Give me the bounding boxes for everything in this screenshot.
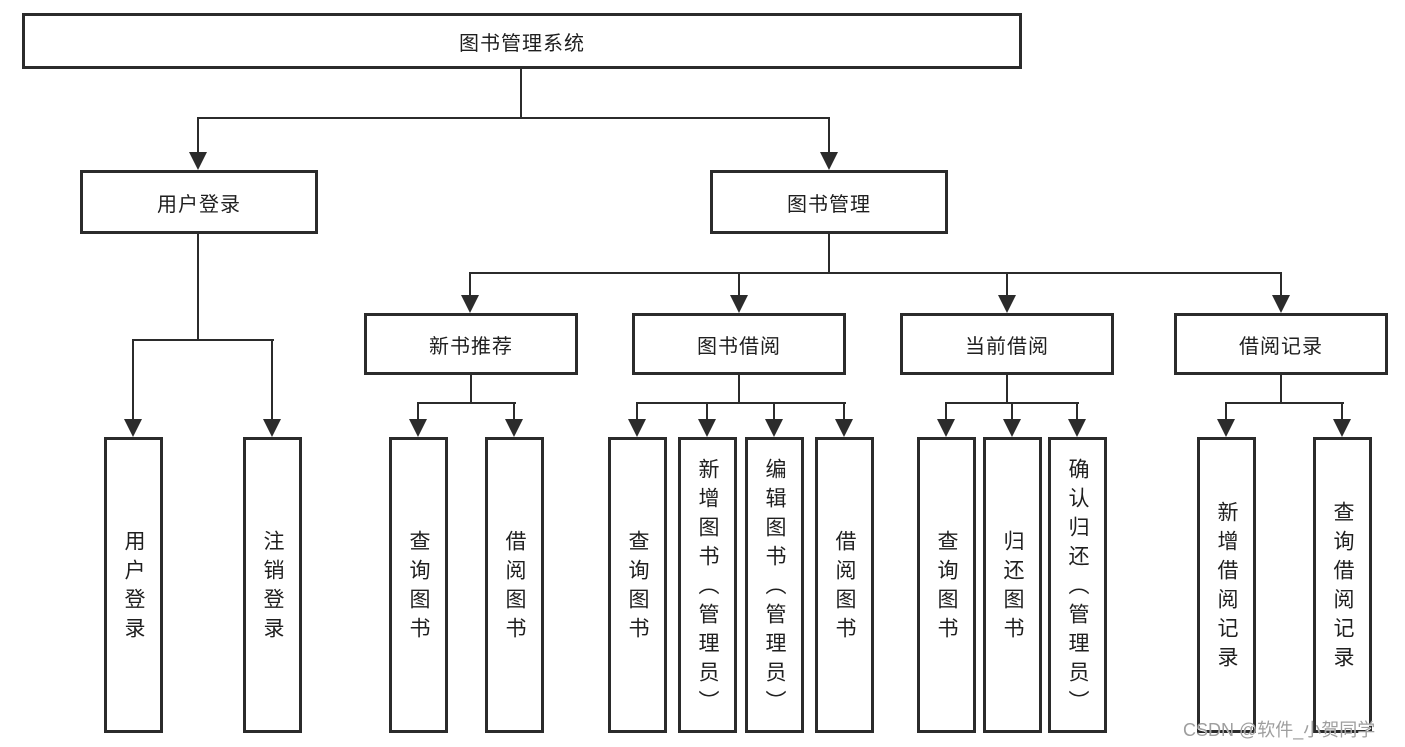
arrow-down-icon <box>835 419 853 437</box>
arrow-down-icon <box>263 419 281 437</box>
connector-line <box>132 339 274 341</box>
csdn-watermark: CSDN @软件_小贺同学 <box>1183 720 1376 740</box>
leaf-logout: 注销登录 <box>243 437 302 733</box>
arrow-down-icon <box>628 419 646 437</box>
connector-line <box>828 117 830 155</box>
arrow-down-icon <box>124 419 142 437</box>
node-borrowing-records: 借阅记录 <box>1174 313 1388 375</box>
connector-line <box>1225 402 1227 422</box>
leaf-borrow-edit-books-admin: 编辑图书（管理员） <box>745 437 804 733</box>
connector-line <box>197 233 199 341</box>
arrow-down-icon <box>937 419 955 437</box>
node-new-book-recommend: 新书推荐 <box>364 313 578 375</box>
connector-line <box>197 117 830 119</box>
connector-line <box>469 272 1282 274</box>
leaf-current-return-books: 归还图书 <box>983 437 1042 733</box>
arrow-down-icon <box>1333 419 1351 437</box>
connector-line <box>738 374 740 404</box>
arrow-down-icon <box>1068 419 1086 437</box>
arrow-down-icon <box>730 295 748 313</box>
connector-line <box>1280 374 1282 404</box>
arrow-down-icon <box>1217 419 1235 437</box>
connector-line <box>636 402 638 422</box>
arrow-down-icon <box>1272 295 1290 313</box>
leaf-recommend-query-books: 查询图书 <box>389 437 448 733</box>
connector-line <box>843 402 845 422</box>
connector-line <box>945 402 947 422</box>
connector-line <box>706 402 708 422</box>
leaf-borrow-query-books: 查询图书 <box>608 437 667 733</box>
node-library-system: 图书管理系统 <box>22 13 1022 69</box>
node-user-login: 用户登录 <box>80 170 318 234</box>
connector-line <box>520 68 522 118</box>
leaf-current-confirm-return-admin: 确认归还（管理员） <box>1048 437 1107 733</box>
connector-line <box>271 339 273 422</box>
arrow-down-icon <box>409 419 427 437</box>
arrow-down-icon <box>820 152 838 170</box>
connector-line <box>417 402 419 422</box>
connector-line <box>1006 272 1008 298</box>
leaf-recommend-borrow-books: 借阅图书 <box>485 437 544 733</box>
connector-line <box>1011 402 1013 422</box>
connector-line <box>469 272 471 298</box>
connector-line <box>828 233 830 274</box>
leaf-current-query-books: 查询图书 <box>917 437 976 733</box>
node-current-borrowing: 当前借阅 <box>900 313 1114 375</box>
connector-line <box>1006 374 1008 404</box>
connector-line <box>738 272 740 298</box>
node-book-management: 图书管理 <box>710 170 948 234</box>
leaf-records-query-record: 查询借阅记录 <box>1313 437 1372 733</box>
arrow-down-icon <box>765 419 783 437</box>
arrow-down-icon <box>998 295 1016 313</box>
connector-line <box>1341 402 1343 422</box>
connector-line <box>417 402 516 404</box>
connector-line <box>513 402 515 422</box>
connector-line <box>1280 272 1282 298</box>
arrow-down-icon <box>461 295 479 313</box>
leaf-user-login: 用户登录 <box>104 437 163 733</box>
connector-line <box>197 117 199 155</box>
connector-line <box>773 402 775 422</box>
leaf-borrow-add-books-admin: 新增图书（管理员） <box>678 437 737 733</box>
connector-line <box>1076 402 1078 422</box>
connector-line <box>636 402 846 404</box>
connector-line <box>1225 402 1344 404</box>
connector-line <box>132 339 134 422</box>
leaf-borrow-borrow-books: 借阅图书 <box>815 437 874 733</box>
arrow-down-icon <box>189 152 207 170</box>
leaf-records-add-record: 新增借阅记录 <box>1197 437 1256 733</box>
node-book-borrowing: 图书借阅 <box>632 313 846 375</box>
arrow-down-icon <box>698 419 716 437</box>
arrow-down-icon <box>505 419 523 437</box>
arrow-down-icon <box>1003 419 1021 437</box>
connector-line <box>470 374 472 404</box>
